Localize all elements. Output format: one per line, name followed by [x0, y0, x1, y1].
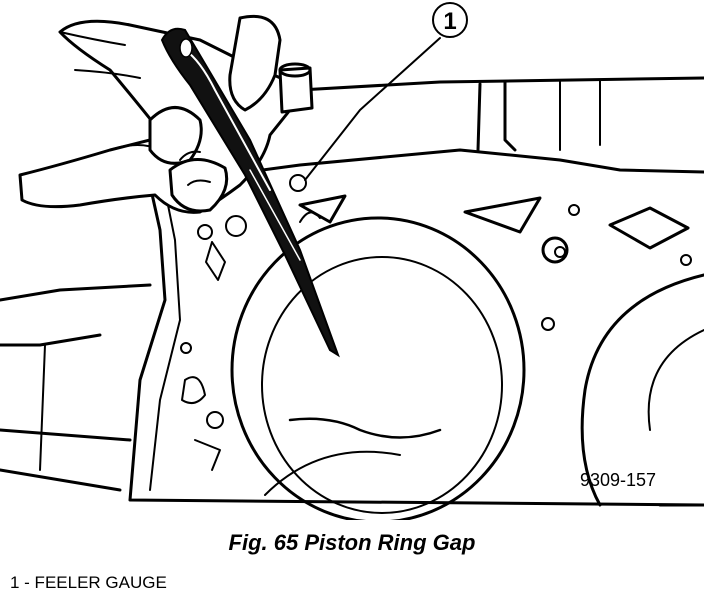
callout-1: 1 — [304, 2, 468, 181]
legend: 1 - FEELER GAUGE — [10, 572, 167, 594]
technician-hand — [18, 14, 314, 214]
second-cylinder-bore — [580, 273, 704, 507]
figure-reference-number: 9309-157 — [580, 470, 656, 490]
legend-item: 1 - FEELER GAUGE — [10, 573, 167, 592]
engine-block — [0, 76, 704, 507]
cylinder-bore — [230, 216, 526, 520]
head-gasket — [128, 148, 704, 507]
piston-ring-gap-illustration: 1 9309-157 — [0, 2, 704, 520]
feeler-gauge — [160, 27, 340, 358]
figure-caption: Fig. 65 Piston Ring Gap — [228, 530, 476, 555]
callout-number: 1 — [443, 8, 456, 35]
gasket-holes — [180, 174, 692, 471]
